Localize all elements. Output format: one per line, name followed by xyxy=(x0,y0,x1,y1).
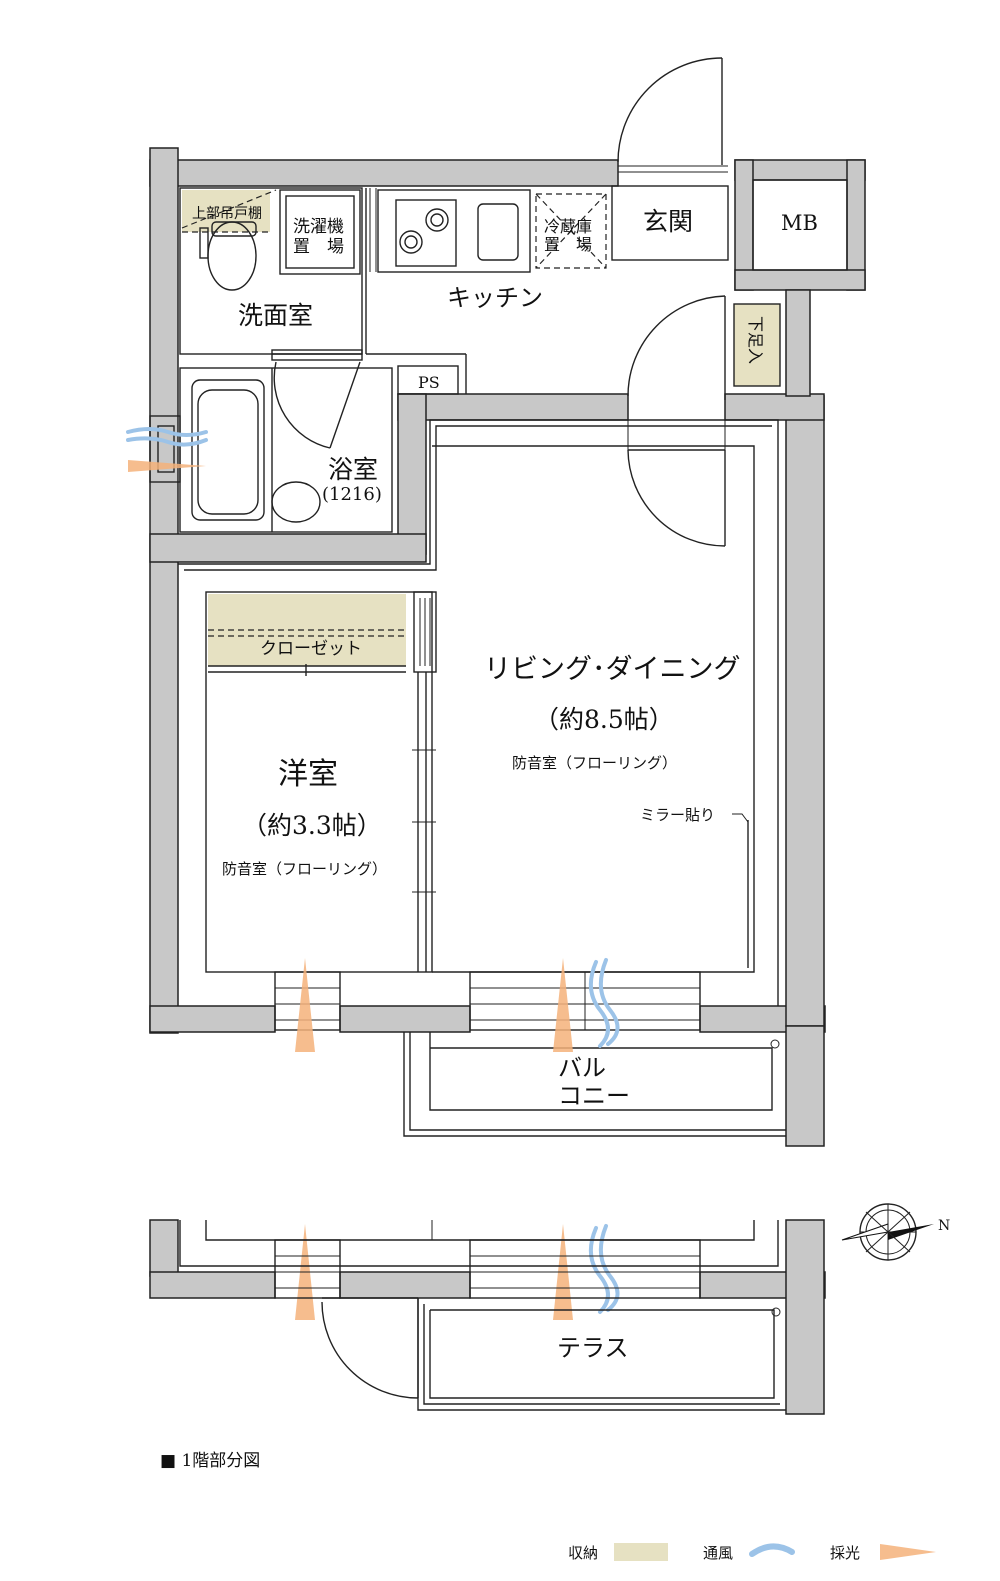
label-living: リビング･ダイニング xyxy=(484,654,741,685)
label-western-room: 洋室 xyxy=(278,757,338,792)
label-washer-1: 洗濯機 xyxy=(293,217,344,237)
floor-caption: ■ 1階部分図 xyxy=(160,1451,260,1471)
label-washroom: 洗面室 xyxy=(238,301,313,330)
ventilation-indicators xyxy=(126,427,620,1314)
label-mirror: ミラー貼り xyxy=(640,806,715,824)
label-balcony-1: バル xyxy=(558,1054,606,1082)
label-ps: PS xyxy=(418,373,440,392)
legend-swatches xyxy=(614,1543,936,1561)
walls xyxy=(149,147,866,1147)
legend-ventilation-label: 通風 xyxy=(703,1544,733,1562)
label-closet: クローゼット xyxy=(260,639,362,659)
label-terrace: テラス xyxy=(557,1334,629,1362)
lighting-indicators xyxy=(128,460,573,1320)
label-balcony-2: コニー xyxy=(558,1082,630,1110)
label-kitchen: キッチン xyxy=(447,284,543,312)
interior-lines xyxy=(149,57,848,1137)
compass-label: N xyxy=(938,1218,950,1234)
legend-lighting-label: 採光 xyxy=(830,1544,860,1562)
label-mb: MB xyxy=(781,211,818,235)
label-upper-shelf: 上部吊戸棚 xyxy=(192,206,262,222)
label-washer-2: 置 場 xyxy=(293,237,344,257)
label-living-note: 防音室（フローリング） xyxy=(512,754,677,772)
label-entrance: 玄関 xyxy=(643,207,693,236)
legend-storage-label: 収納 xyxy=(568,1544,598,1562)
label-living-size: （約8.5帖） xyxy=(534,705,674,734)
label-western-size: （約3.3帖） xyxy=(242,811,382,840)
label-bathroom-size: (1216) xyxy=(322,484,382,505)
first-floor-partial-plan xyxy=(149,1219,826,1415)
room-labels: 玄関 MB キッチン 洗面室 上部吊戸棚 洗濯機 置 場 冷蔵庫 置 場 下足入… xyxy=(160,206,950,1562)
compass-icon xyxy=(841,1203,934,1261)
label-fridge-2: 置 場 xyxy=(544,235,592,254)
label-bathroom: 浴室 xyxy=(328,455,378,484)
label-fridge-1: 冷蔵庫 xyxy=(544,217,592,236)
label-shoe-cabinet: 下足入 xyxy=(746,316,765,364)
label-western-note: 防音室（フローリング） xyxy=(222,860,387,878)
